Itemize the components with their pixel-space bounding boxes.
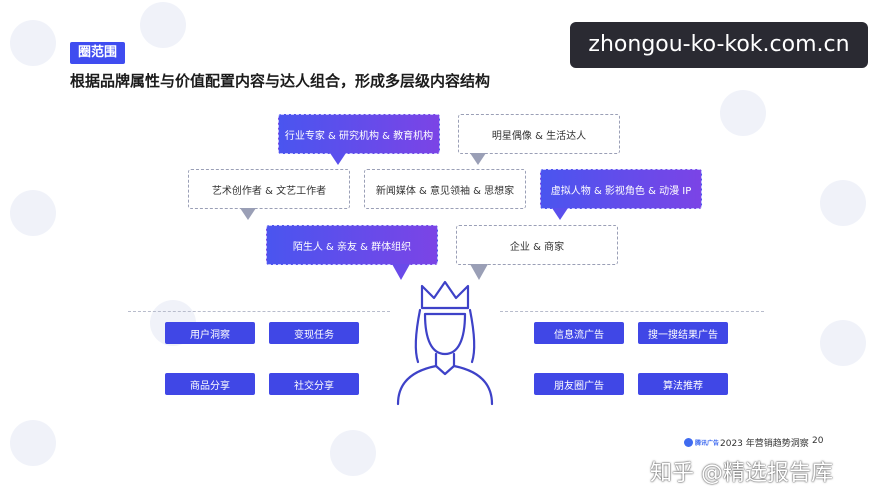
page-subtitle: 根据品牌属性与价值配置内容与达人组合，形成多层级内容结构 [70,72,491,90]
bubble-tail [330,153,346,165]
button-feed-ads[interactable]: 信息流广告 [534,322,624,344]
button-monetize-task[interactable]: 变现任务 [269,322,359,344]
watermark-logo [820,320,866,366]
divider-left [128,311,390,312]
bubble-label: 明星偶像 & 生活达人 [491,130,587,142]
bubble-tail [240,208,256,220]
bubble-label: 虚拟人物 & 影视角色 & 动漫 IP [550,185,692,197]
bubble-label: 企业 & 商家 [509,241,565,253]
person-crown-icon [396,280,494,406]
zhihu-watermark: 知乎 @精选报告库 [650,461,833,486]
watermark-logo [720,90,766,136]
bubble-media: 新闻媒体 & 意见领袖 & 思想家 [364,169,526,209]
watermark-logo [330,430,376,476]
watermark-logo [10,420,56,466]
button-social-share[interactable]: 社交分享 [269,373,359,395]
button-product-share[interactable]: 商品分享 [165,373,255,395]
watermark-logo [10,190,56,236]
bubble-tail [552,208,568,220]
watermark-logo [820,180,866,226]
section-tag: 圈范围 [70,42,126,64]
button-moments-ads[interactable]: 朋友圈广告 [534,373,624,395]
bubble-experts: 行业专家 & 研究机构 & 教育机构 [278,114,440,154]
bubble-celebrities: 明星偶像 & 生活达人 [458,114,620,154]
divider-right [500,311,764,312]
brand-logo-icon [684,438,693,447]
bubble-tail [470,264,488,280]
button-user-insight[interactable]: 用户洞察 [165,322,255,344]
bubble-label: 新闻媒体 & 意见领袖 & 思想家 [375,185,515,197]
bubble-virtual: 虚拟人物 & 影视角色 & 动漫 IP [540,169,702,209]
watermark-logo [140,2,186,48]
brand-logo-text: 腾讯广告 [695,440,720,447]
bubble-tail [392,264,410,280]
watermark-logo [10,20,56,66]
page-number: 20 [812,436,824,446]
bubble-label: 艺术创作者 & 文艺工作者 [211,185,327,197]
bubble-strangers: 陌生人 & 亲友 & 群体组织 [266,225,438,265]
report-title: 2023 年营销趋势洞察 [720,439,809,449]
url-watermark: zhongou-ko-kok.com.cn [570,22,868,68]
bubble-label: 行业专家 & 研究机构 & 教育机构 [284,130,434,142]
bubble-artists: 艺术创作者 & 文艺工作者 [188,169,350,209]
button-search-ads[interactable]: 搜一搜结果广告 [638,322,728,344]
bubble-label: 陌生人 & 亲友 & 群体组织 [292,241,412,253]
button-algorithm-recommend[interactable]: 算法推荐 [638,373,728,395]
bubble-tail [470,153,486,165]
bubble-enterprises: 企业 & 商家 [456,225,618,265]
